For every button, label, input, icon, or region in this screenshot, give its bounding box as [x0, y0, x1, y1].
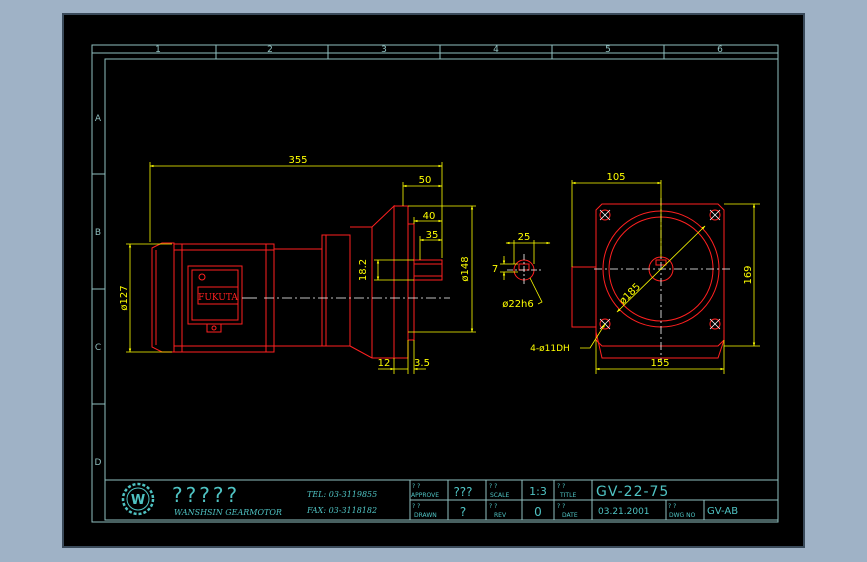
front-view-bolt-holes — [599, 209, 721, 330]
column-label-5: 5 — [605, 45, 611, 55]
frame-column-ticks — [215, 45, 665, 59]
dim-355: 355 — [288, 155, 307, 166]
approve-question: ? ? — [412, 483, 420, 490]
dim-18-2: 18.2 — [358, 259, 369, 281]
front-view-centerlines — [594, 198, 730, 362]
dim-3-5: 3.5 — [414, 358, 430, 369]
column-label-3: 3 — [381, 45, 387, 55]
drawn-value: ? — [460, 505, 466, 519]
dimension-texts: 355 50 40 35 ø127 18.2 ø148 12 3.5 25 7 … — [119, 155, 754, 369]
logo-letter: W — [131, 493, 145, 508]
dim-25: 25 — [518, 232, 531, 243]
drawing-frame — [91, 44, 779, 523]
dwg-label: DWG NO — [669, 512, 696, 519]
rev-label: REV — [494, 512, 507, 519]
side-view-outline — [151, 204, 443, 359]
title-label: TITLE — [559, 492, 576, 499]
dim-40: 40 — [423, 211, 436, 222]
date-value: 03.21.2001 — [598, 507, 650, 517]
dwg-value: GV-AB — [707, 506, 738, 517]
scale-value: 1:3 — [529, 485, 547, 498]
dwg-question: ? ? — [668, 503, 676, 510]
column-label-1: 1 — [155, 45, 161, 55]
column-label-6: 6 — [717, 45, 723, 55]
company-logo: W — [121, 482, 155, 516]
approve-label: APPROVE — [411, 492, 439, 499]
company-name-english: WANSHSIN GEARMOTOR — [174, 508, 282, 517]
dim-105: 105 — [606, 172, 625, 183]
dim-155: 155 — [650, 358, 669, 369]
telephone: TEL: 03-3119855 — [307, 490, 377, 499]
scale-label: SCALE — [490, 492, 509, 499]
dim-22h6: ø22h6 — [502, 299, 534, 310]
motor-label: FUKUTA — [198, 293, 238, 303]
title-value: GV-22-75 — [596, 484, 669, 500]
column-label-4: 4 — [493, 45, 499, 55]
cad-viewport[interactable]: 1 2 3 4 5 6 A B C D — [62, 13, 805, 548]
dimension-lines — [126, 162, 760, 374]
scale-question: ? ? — [489, 483, 497, 490]
fax: FAX: 03-3118182 — [306, 506, 377, 515]
dim-12: 12 — [378, 358, 391, 369]
drawn-label: DRAWN — [414, 512, 437, 519]
title-question: ? ? — [557, 483, 565, 490]
dim-127: ø127 — [119, 285, 130, 310]
frame-row-ticks — [92, 173, 105, 405]
dim-holes: 4-ø11DH — [530, 344, 570, 354]
front-view-outline — [571, 203, 725, 359]
column-label-2: 2 — [267, 45, 273, 55]
title-block — [105, 479, 778, 520]
date-label: DATE — [562, 512, 578, 519]
dim-185: ø185 — [617, 281, 643, 307]
row-label-c: C — [95, 343, 101, 353]
drawing-canvas: 1 2 3 4 5 6 A B C D — [91, 44, 779, 523]
dim-50: 50 — [419, 175, 432, 186]
row-label-b: B — [95, 228, 101, 238]
drawn-question: ? ? — [412, 503, 420, 510]
date-question: ? ? — [557, 503, 565, 510]
dim-7: 7 — [492, 264, 498, 275]
dim-148: ø148 — [460, 256, 471, 281]
rev-value: 0 — [534, 505, 542, 519]
approve-value: ??? — [453, 485, 472, 499]
rev-question: ? ? — [489, 503, 497, 510]
row-label-a: A — [95, 114, 102, 124]
company-name-chinese: ????? — [172, 483, 240, 507]
dim-35: 35 — [426, 230, 439, 241]
row-label-d: D — [95, 458, 102, 468]
dim-169: 169 — [743, 265, 754, 284]
